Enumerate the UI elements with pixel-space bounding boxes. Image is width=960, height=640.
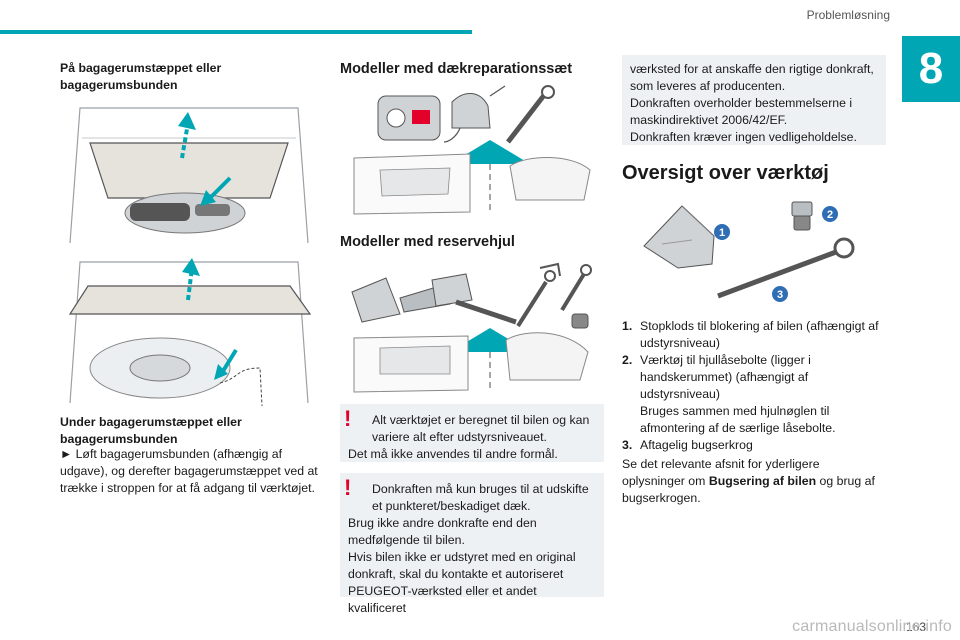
watermark: carmanualsonline.info [792,618,952,635]
left-subtitle-bottom: Under bagagerumstæppet eller bagagerumsb… [60,415,242,446]
spare-wheel-illustration [340,256,602,394]
tools-list: 1. Stopklods til blokering af bilen (afh… [622,318,886,454]
callout-2: 2 [827,209,833,221]
trunk-floor-illustration-top [60,98,318,248]
header-accent-bar [0,30,472,34]
callout-3: 3 [777,289,783,301]
warning-text-line2: Det må ikke anvendes til andre formål. [348,447,558,461]
section-title: Problemløsning [806,8,890,22]
note-continuation: værksted for at anskaffe den rigtige don… [630,62,874,93]
list-item: 2. Værktøj til hjullåsebolte (ligger i h… [622,353,836,435]
see-also-link-text: Bugsering af bilen [708,474,817,488]
warning2-line2: Brug ikke andre donkrafte end den medføl… [348,516,537,547]
jack-note-box: værksted for at anskaffe den rigtige don… [622,55,886,145]
warning-box-jack: ! Donkraften må kun bruges til at udskif… [340,473,604,615]
note-maintenance: Donkraften kræver ingen vedligeholdelse. [630,130,857,144]
left-subtitle-top: På bagagerumstæppet eller bagagerumsbund… [60,61,222,92]
warning-icon: ! [344,475,352,500]
trunk-floor-illustration-bottom [60,258,318,408]
warning-box-tools: ! Alt værktøjet er beregnet til bilen og… [340,404,604,462]
repair-kit-illustration [340,82,602,220]
list-item: 1. Stopklods til blokering af bilen (afh… [622,319,879,350]
left-instruction: ► Løft bagagerumsbunden (afhængig af udg… [60,447,318,495]
chapter-badge: 8 [902,36,960,102]
see-also-text: Se det relevante afsnit for yderligere o… [622,457,875,505]
warning-icon: ! [344,406,352,431]
warning2-line1: Donkraften må kun bruges til at udskifte… [372,482,589,513]
note-directive: Donkraften overholder bestemmelserne i m… [630,96,853,127]
tools-overview-illustration: 1 2 3 [622,196,884,304]
heading-tools-overview: Oversigt over værktøj [622,162,829,184]
page-number: 163 [905,620,926,634]
callout-1: 1 [719,227,725,239]
heading-spare-wheel: Modeller med reservehjul [340,234,515,250]
list-item: 3. Aftagelig bugserkrog [622,438,753,452]
warning2-line3: Hvis bilen ikke er udstyret med en origi… [348,550,576,615]
warning-text-line1: Alt værktøjet er beregnet til bilen og k… [372,413,590,444]
heading-repair-kit: Modeller med dækreparationssæt [340,61,573,77]
